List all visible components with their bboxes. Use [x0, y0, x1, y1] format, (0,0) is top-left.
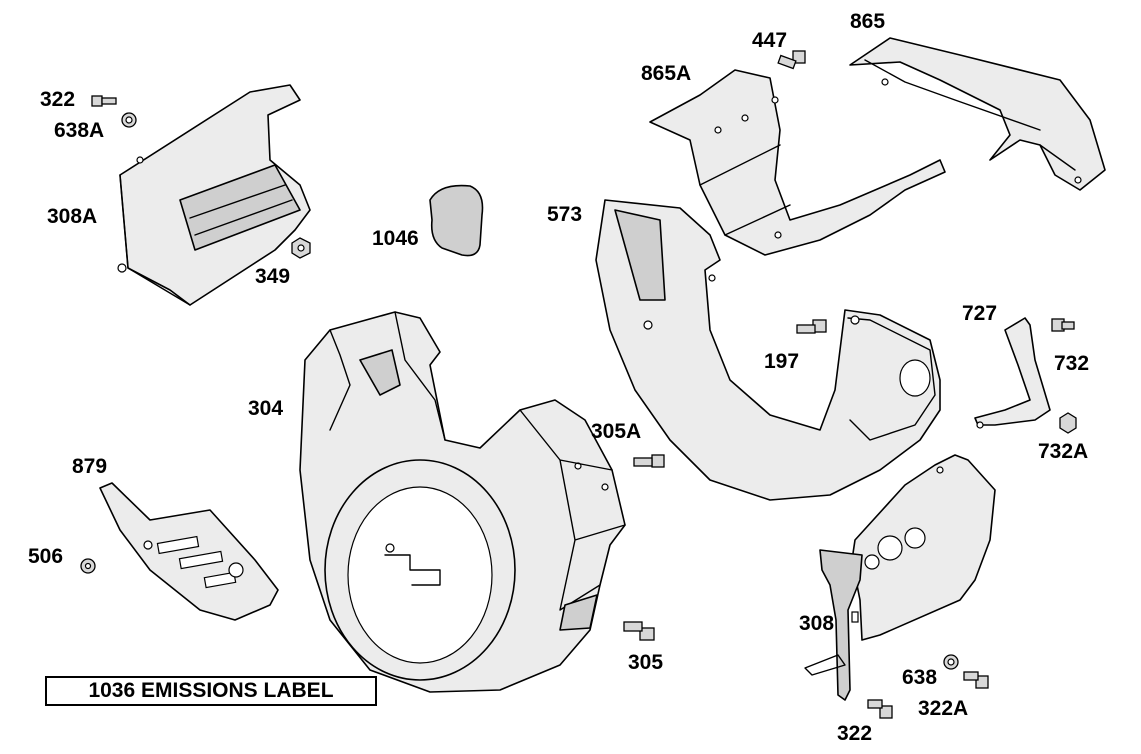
bolt-322A-icon — [963, 671, 989, 689]
nut-732A-icon — [1059, 412, 1077, 434]
label-447: 447 — [752, 29, 788, 52]
emissions-label-box: 1036 EMISSIONS LABEL — [45, 676, 377, 706]
label-638A: 638A — [54, 119, 105, 142]
part-573-backplate — [595, 199, 941, 501]
label-732A: 732A — [1038, 440, 1089, 463]
label-197: 197 — [764, 350, 800, 373]
label-506: 506 — [28, 545, 64, 568]
label-732: 732 — [1054, 352, 1090, 375]
part-304-blower-housing — [299, 311, 626, 693]
label-1046: 1046 — [372, 227, 419, 250]
washer-638-icon — [943, 654, 959, 670]
label-308: 308 — [799, 612, 835, 635]
part-1046-pad — [429, 184, 484, 257]
bolt-322-top-icon — [91, 95, 117, 107]
bolt-447-icon — [777, 50, 806, 70]
label-322-bottom: 322 — [837, 722, 873, 745]
label-322-top: 322 — [40, 88, 76, 111]
part-308-shroud — [804, 454, 996, 701]
part-879-shield — [99, 482, 279, 621]
label-638: 638 — [902, 666, 938, 689]
bolt-197-icon — [796, 319, 827, 334]
bolt-732-icon — [1051, 318, 1075, 332]
label-304: 304 — [248, 397, 284, 420]
label-865: 865 — [850, 10, 886, 33]
part-308A-shroud — [117, 84, 311, 306]
label-322A: 322A — [918, 697, 969, 720]
part-727-bracket — [974, 317, 1051, 429]
bolt-322-bottom-icon — [867, 699, 893, 719]
nut-349-icon — [291, 237, 311, 259]
washer-638A-icon — [121, 112, 137, 128]
bolt-305A-icon — [633, 454, 665, 468]
label-573: 573 — [547, 203, 583, 226]
label-727: 727 — [962, 302, 998, 325]
label-349: 349 — [255, 265, 291, 288]
bolt-506-icon — [80, 558, 96, 574]
label-308A: 308A — [47, 205, 98, 228]
label-865A: 865A — [641, 62, 692, 85]
bolt-305-icon — [623, 621, 655, 641]
label-879: 879 — [72, 455, 108, 478]
part-865A-baffle — [649, 69, 946, 256]
label-305: 305 — [628, 651, 664, 674]
label-305A: 305A — [591, 420, 642, 443]
part-865-baffle — [849, 37, 1106, 191]
